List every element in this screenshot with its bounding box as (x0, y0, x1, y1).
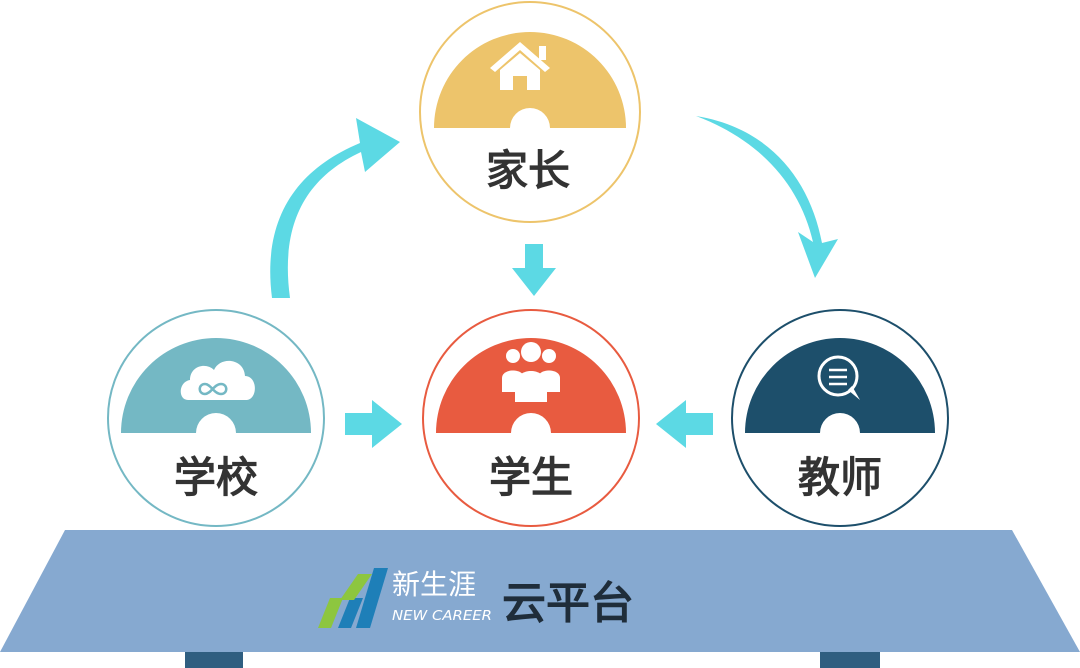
brand-name-en: NEW CAREER (392, 609, 492, 624)
node-school: 学校 (107, 309, 325, 527)
platform-title: 云平台 (502, 578, 634, 629)
node-label-school: 学校 (174, 453, 258, 502)
node-label-teacher: 教师 (798, 453, 882, 502)
platform-leg-left (185, 650, 243, 668)
cloud-link-icon (180, 360, 255, 400)
arrow-teacher-to-student (656, 400, 713, 448)
arrow-school-to-parents (270, 118, 400, 298)
platform-slab (0, 530, 1080, 652)
brand-name-cn: 新生涯 (392, 568, 476, 601)
people-group-icon (502, 342, 560, 402)
node-teacher: 教师 (731, 309, 949, 527)
brand-logo-icon (318, 568, 388, 628)
arrow-parents-to-student (512, 244, 556, 296)
arrow-parents-to-teacher (696, 116, 838, 278)
arrow-school-to-student (345, 400, 402, 448)
chat-bubble-icon (817, 355, 860, 400)
node-student: 学生 (422, 309, 640, 527)
platform-base: 新生涯 NEW CAREER 云平台 (0, 530, 1080, 668)
node-label-student: 学生 (489, 453, 573, 502)
node-label-parents: 家长 (486, 146, 570, 195)
node-parents: 家长 (419, 1, 641, 223)
platform-leg-right (820, 650, 880, 668)
house-icon (490, 42, 550, 90)
